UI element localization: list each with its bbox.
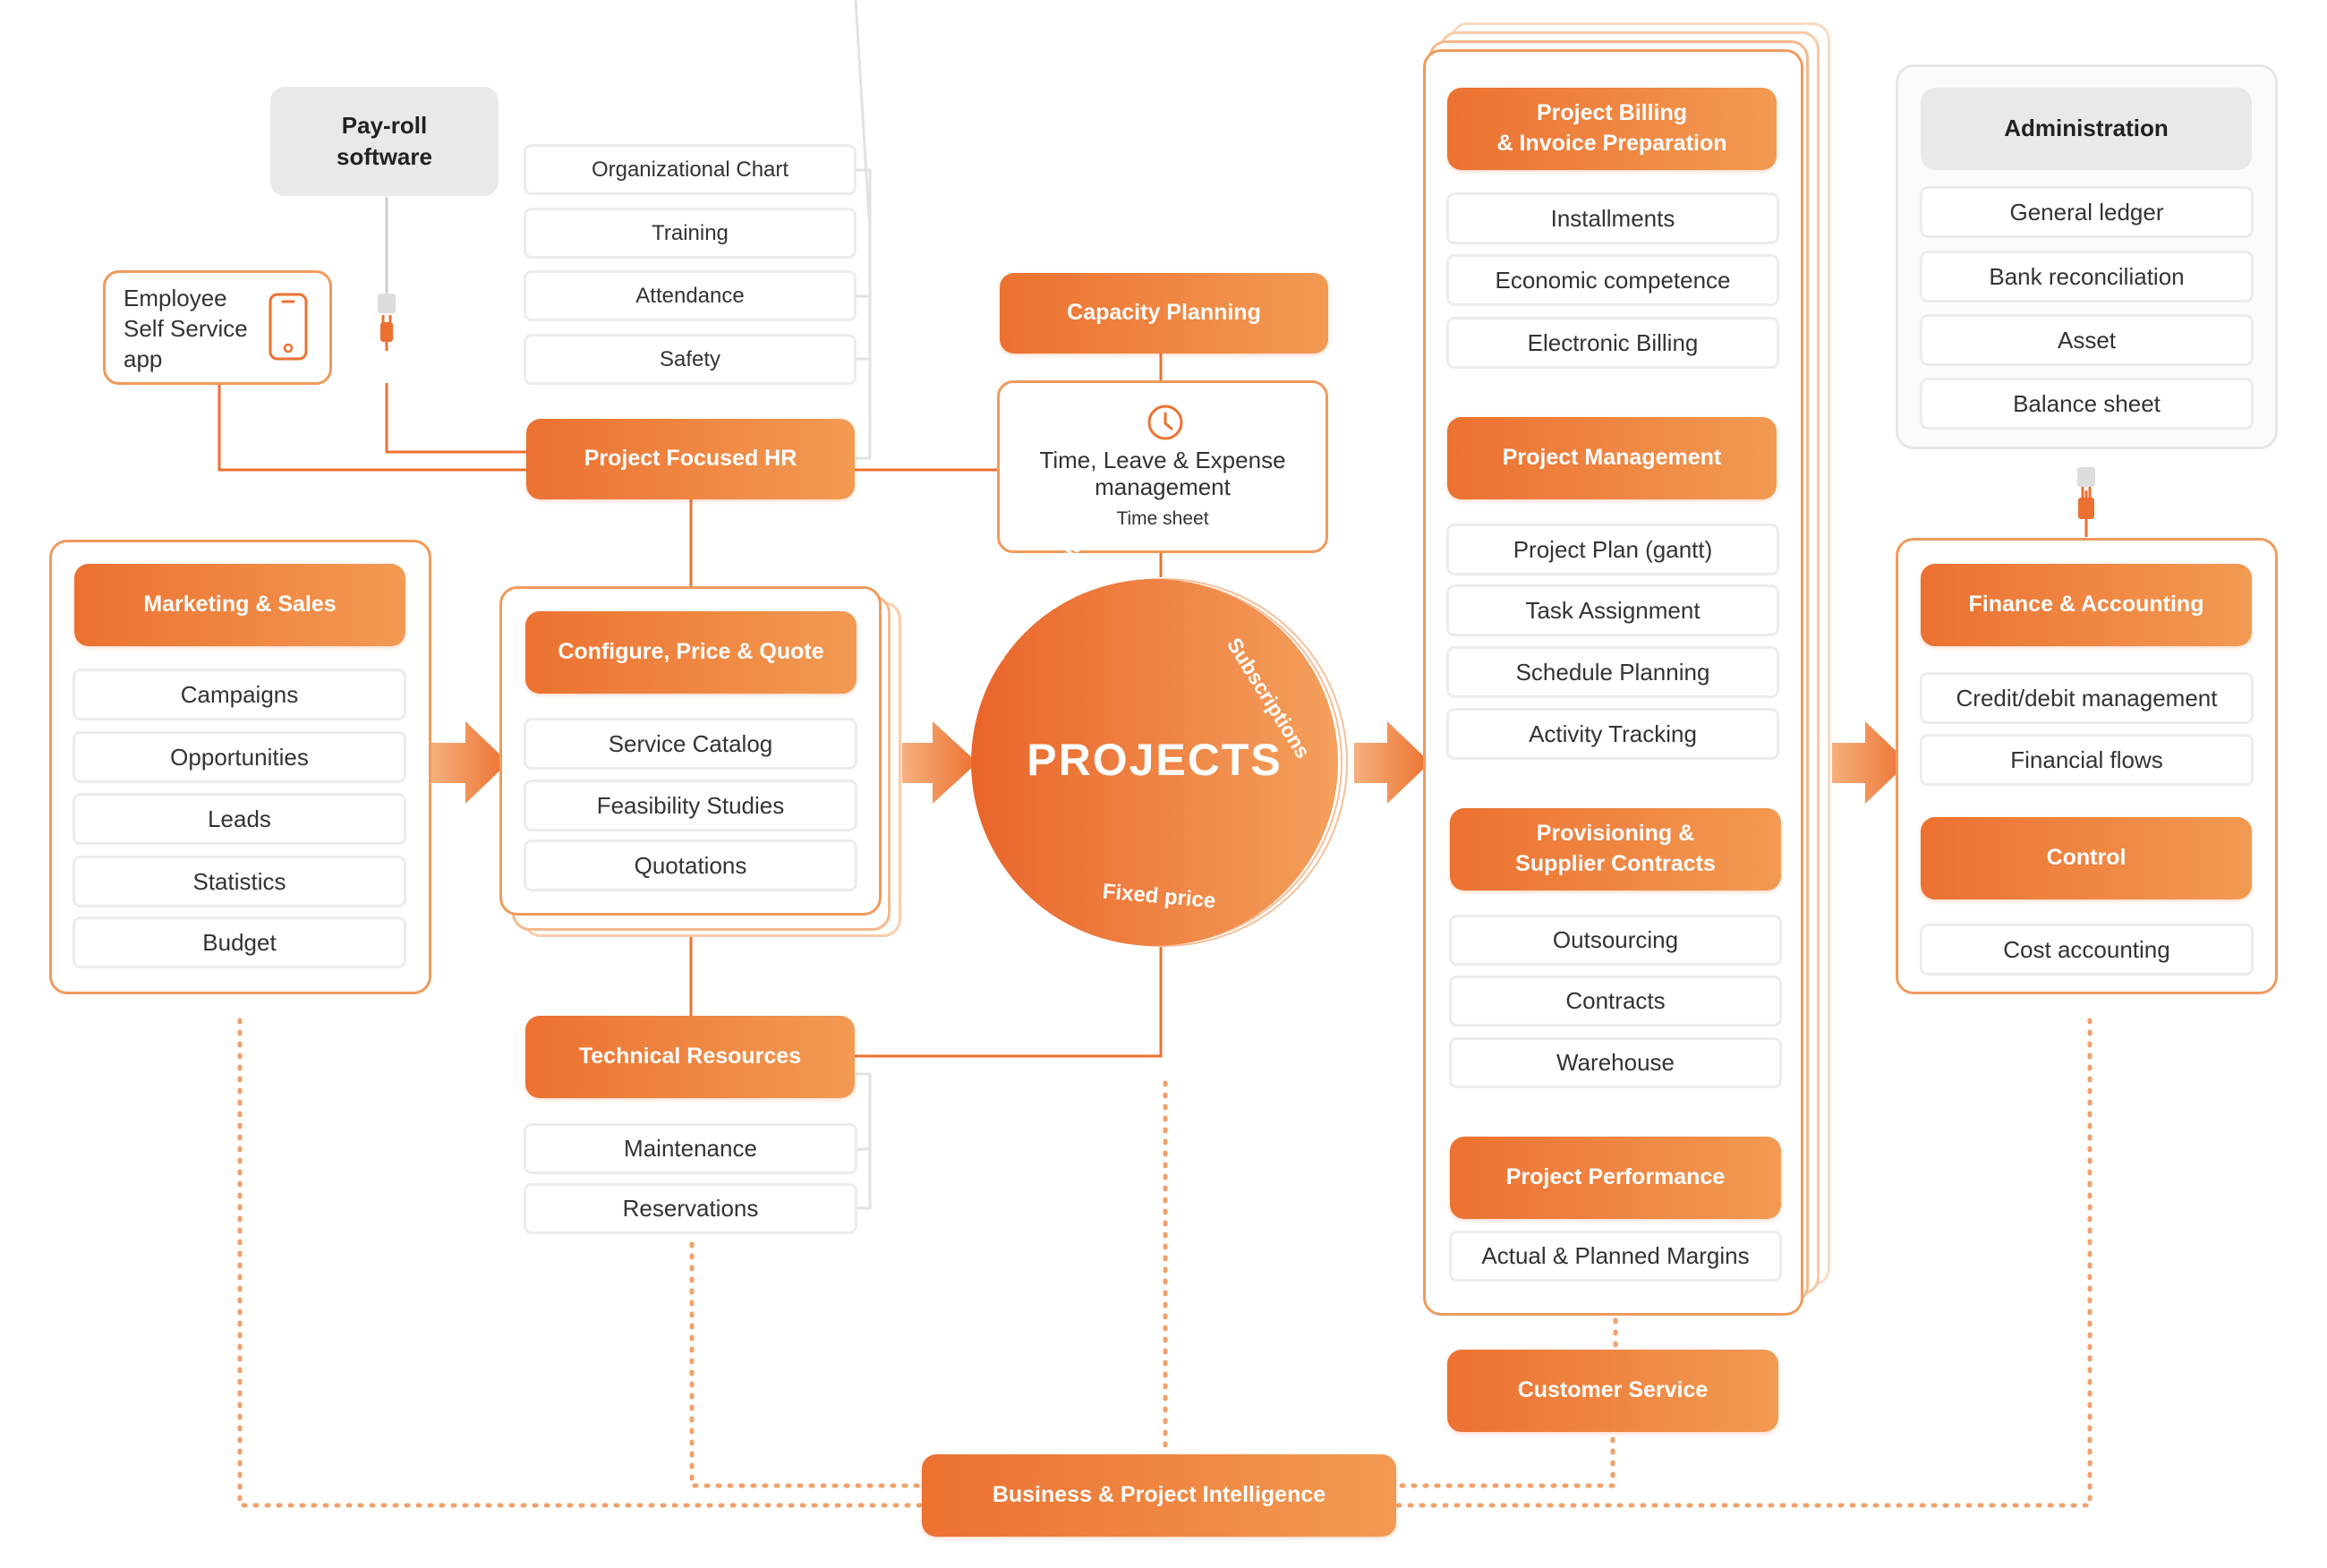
cpq-item[interactable]: Feasibility Studies <box>524 780 857 831</box>
project-mgmt-item[interactable]: Activity Tracking <box>1446 708 1779 760</box>
cpq-header[interactable]: Configure, Price & Quote <box>525 611 857 694</box>
project-mgmt-item[interactable]: Task Assignment <box>1446 584 1779 636</box>
billing-item[interactable]: Installments <box>1446 192 1779 244</box>
flow-arrows <box>431 721 1908 804</box>
project-mgmt-item[interactable]: Schedule Planning <box>1446 646 1779 698</box>
business-intelligence-header[interactable]: Business & Project Intelligence <box>922 1454 1396 1537</box>
billing-item[interactable]: Electronic Billing <box>1446 317 1779 369</box>
admin-item[interactable]: Asset <box>1920 314 2254 366</box>
provisioning-item[interactable]: Contracts <box>1449 976 1782 1027</box>
plug-icon-finance <box>2077 467 2095 519</box>
control-item[interactable]: Cost accounting <box>1920 924 2254 976</box>
projects-title: PROJECTS <box>1027 735 1283 785</box>
phone-icon <box>268 293 308 361</box>
projects-circle <box>971 578 1348 947</box>
arrow-marketing-to-cpq <box>431 721 508 804</box>
marketing-item[interactable]: Campaigns <box>72 669 406 720</box>
hr-item[interactable]: Training <box>524 208 857 259</box>
finance-accounting-header[interactable]: Finance & Accounting <box>1921 564 2252 646</box>
marketing-sales-header[interactable]: Marketing & Sales <box>74 564 405 646</box>
provisioning-item[interactable]: Outsourcing <box>1449 915 1782 966</box>
cpq-item[interactable]: Quotations <box>524 839 857 891</box>
provisioning-item[interactable]: Warehouse <box>1449 1037 1782 1088</box>
arrow-cpq-to-projects <box>902 721 977 804</box>
hr-item[interactable]: Attendance <box>524 270 857 321</box>
employee-self-service-box: Employee Self Service app <box>103 270 332 385</box>
marketing-item[interactable]: Opportunities <box>72 731 406 783</box>
capacity-planning-header[interactable]: Capacity Planning <box>1000 273 1328 354</box>
technical-item[interactable]: Maintenance <box>524 1123 857 1174</box>
project-performance-header[interactable]: Project Performance <box>1450 1137 1781 1219</box>
administration-header[interactable]: Administration <box>1921 88 2252 170</box>
control-header[interactable]: Control <box>1921 817 2252 899</box>
billing-item[interactable]: Economic competence <box>1446 254 1779 306</box>
arrow-projects-to-ops <box>1354 721 1430 804</box>
performance-item[interactable]: Actual & Planned Margins <box>1449 1231 1782 1282</box>
finance-item[interactable]: Financial flows <box>1920 734 2254 786</box>
ess-label: Employee Self Service app <box>124 285 248 372</box>
technical-item[interactable]: Reservations <box>524 1183 857 1234</box>
time-leave-expense-box[interactable]: Time, Leave & Expense management Time sh… <box>997 380 1328 553</box>
hr-item[interactable]: Safety <box>524 334 857 385</box>
project-focused-hr-header[interactable]: Project Focused HR <box>526 419 855 499</box>
project-mgmt-item[interactable]: Project Plan (gantt) <box>1446 524 1779 575</box>
technical-resources-header[interactable]: Technical Resources <box>525 1016 855 1098</box>
hr-item[interactable]: Organizational Chart <box>524 144 857 195</box>
project-management-header[interactable]: Project Management <box>1447 417 1777 499</box>
cpq-item[interactable]: Service Catalog <box>524 718 857 770</box>
finance-item[interactable]: Credit/debit management <box>1920 672 2254 724</box>
marketing-item[interactable]: Leads <box>72 793 406 845</box>
time-box-title: Time, Leave & Expense management <box>1039 447 1286 500</box>
provisioning-header[interactable]: Provisioning & Supplier Contracts <box>1450 808 1781 891</box>
marketing-item[interactable]: Budget <box>72 916 406 968</box>
customer-service-header[interactable]: Customer Service <box>1447 1350 1778 1432</box>
time-box-subtitle: Time sheet <box>1116 508 1209 529</box>
payroll-software-box: Pay-roll software <box>270 87 499 196</box>
admin-item[interactable]: General ledger <box>1920 186 2254 238</box>
bi-dotted-connectors <box>237 1018 2093 1508</box>
admin-item[interactable]: Balance sheet <box>1920 378 2254 430</box>
plug-icon-hr <box>378 294 396 351</box>
marketing-item[interactable]: Statistics <box>72 856 406 908</box>
admin-item[interactable]: Bank reconciliation <box>1920 251 2254 303</box>
project-billing-header[interactable]: Project Billing & Invoice Preparation <box>1447 88 1777 170</box>
arrow-ops-to-finance <box>1832 721 1908 804</box>
clock-icon <box>1147 405 1183 440</box>
